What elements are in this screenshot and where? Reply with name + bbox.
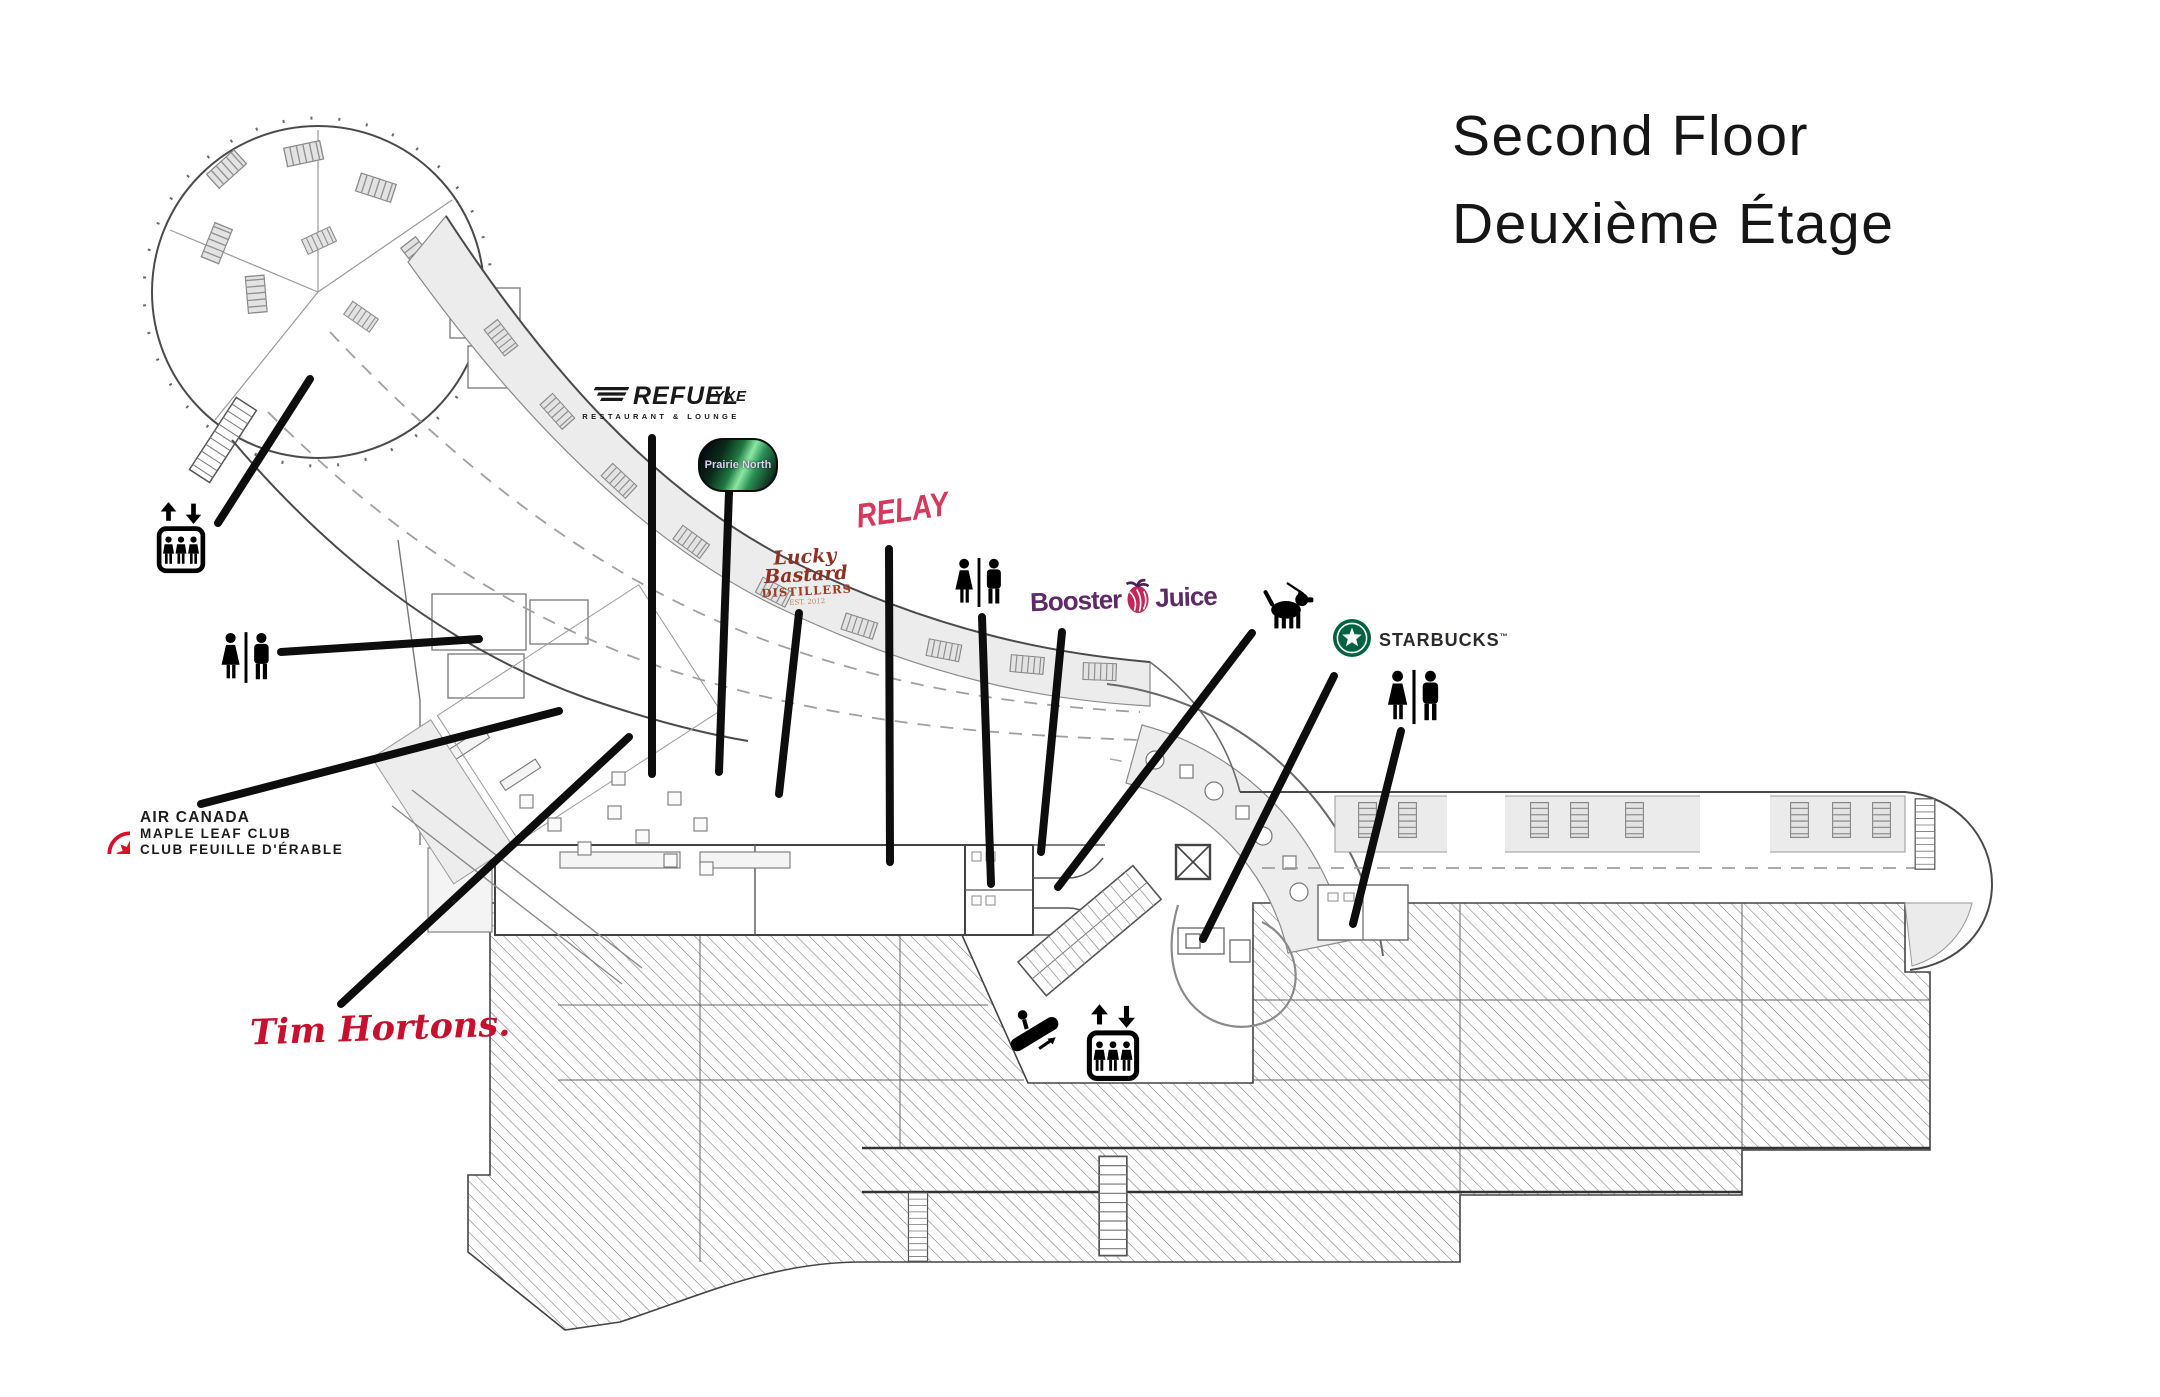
page-title: Second Floor Deuxième Étage — [1452, 92, 1894, 268]
refuel-tagline: RESTAURANT & LOUNGE — [582, 412, 740, 421]
leader-elevator-northwest — [214, 375, 314, 527]
restroom-central-icon — [951, 556, 1007, 614]
elevator-northwest-icon — [156, 502, 206, 579]
leader-starbucks — [1199, 672, 1338, 943]
leader-air-canada — [197, 707, 563, 808]
page-title-fr: Deuxième Étage — [1452, 192, 1895, 256]
air-canada-line2: MAPLE LEAF CLUB — [140, 826, 292, 841]
starbucks-siren-icon — [1332, 618, 1372, 663]
escalator-icon — [1008, 1008, 1062, 1059]
air-canada-line1: AIR CANADA — [140, 809, 251, 826]
juice-word: Juice — [1154, 580, 1218, 613]
air-canada-roundel-icon — [84, 808, 130, 859]
restroom-east-icon — [1383, 668, 1445, 731]
restroom-northwest-icon — [217, 630, 275, 690]
leader-lucky-bastard — [775, 609, 803, 798]
leader-booster-juice — [1037, 628, 1066, 856]
prairie-north-wordmark: Prairie North — [704, 459, 772, 471]
refuel-logo: REFUEL RESTAURANT & LOUNGE — [566, 382, 756, 421]
prairie-north-logo: Prairie North — [698, 438, 778, 492]
refuel-speedlines-icon — [583, 384, 629, 409]
starbucks-logo: STARBUCKS™ — [1332, 618, 1509, 663]
booster-berry-icon — [1122, 577, 1153, 621]
page-title-en: Second Floor — [1452, 104, 1810, 168]
lucky-bastard-logo: Lucky Bastard DISTILLERS EST. 2012 — [751, 544, 862, 610]
leader-tim-hortons — [337, 733, 633, 1008]
leader-restroom-central — [978, 613, 995, 888]
air-canada-logo: AIR CANADA MAPLE LEAF CLUB CLUB FEUILLE … — [84, 808, 343, 859]
leader-prairie-north — [715, 488, 733, 776]
leader-restroom-east — [1349, 727, 1405, 928]
refuel-wordmark: REFUEL — [633, 382, 739, 410]
yxe-label: YXE — [714, 388, 748, 405]
pet-relief-area-icon — [1258, 582, 1314, 639]
booster-word: Booster — [1029, 584, 1122, 618]
booster-juice-logo: Booster Juice — [1029, 575, 1217, 624]
roof-hatched-area — [467, 902, 1931, 1331]
elevator-central-icon — [1086, 1004, 1140, 1087]
leader-restroom-northwest — [277, 635, 483, 656]
leader-pet-relief — [1054, 629, 1256, 891]
leader-relay — [885, 545, 894, 866]
air-canada-line3: CLUB FEUILLE D'ÉRABLE — [140, 842, 344, 857]
starbucks-wordmark: STARBUCKS™ — [1379, 630, 1509, 650]
